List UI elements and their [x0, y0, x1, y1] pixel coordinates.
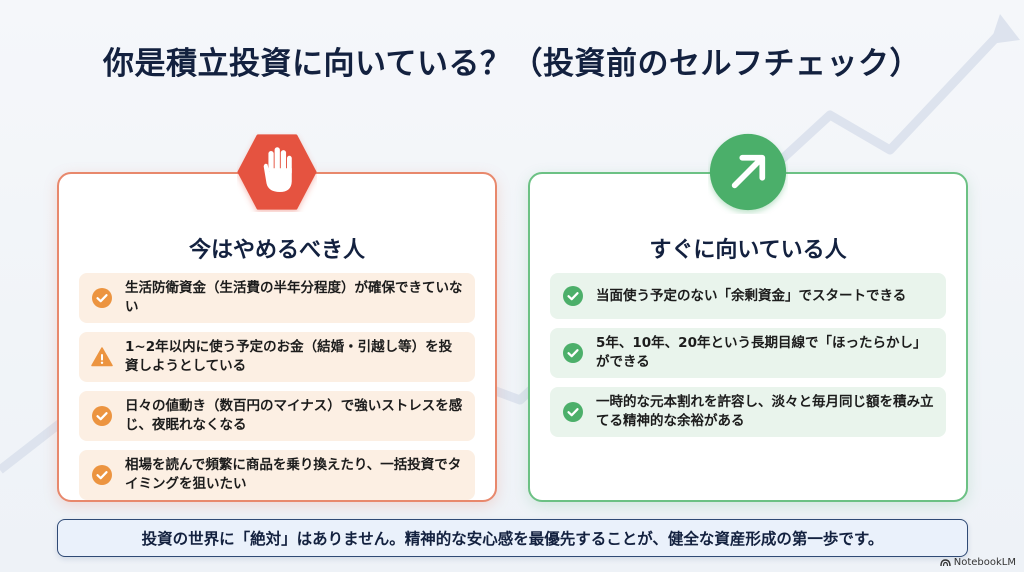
check-circle-icon	[92, 406, 112, 426]
notebooklm-logo-icon	[940, 559, 951, 567]
item-list: 生活防衛資金（生活費の半年分程度）が確保できていない 1~2年以内に使う予定のお…	[79, 273, 475, 509]
card-title: 今はやめるべき人	[188, 238, 365, 263]
list-item: 一時的な元本割れを許容し、淡々と毎月同じ額を積み立てる精神的な余裕がある	[550, 387, 946, 437]
check-circle-icon	[563, 402, 583, 422]
card-title: すぐに向いている人	[649, 238, 847, 263]
item-list: 当面使う予定のない「余剰資金」でスタートできる 5年、10年、20年という長期目…	[550, 273, 946, 446]
list-item: 5年、10年、20年という長期目線で「ほったらかし」ができる	[550, 328, 946, 378]
card-not-suitable: 今はやめるべき人 生活防衛資金（生活費の半年分程度）が確保できていない 1~2年…	[57, 134, 497, 502]
list-item: 当面使う予定のない「余剰資金」でスタートできる	[550, 273, 946, 319]
check-circle-icon	[92, 465, 112, 485]
brand-watermark: NotebookLM	[940, 557, 1016, 568]
list-item: 相場を読んで頻繁に商品を乗り換えたり、一括投資でタイミングを狙いたい	[79, 450, 475, 500]
summary-banner: 投資の世界に「絶対」はありません。精神的な安心感を最優先することが、健全な資産形…	[57, 519, 968, 557]
check-circle-icon	[563, 286, 583, 306]
list-item: 1~2年以内に使う予定のお金（結婚・引越し等）を投資しようとしている	[79, 332, 475, 382]
page-title: 你是積立投資に向いている？（投資前のセルフチェック）	[102, 46, 922, 82]
stop-hand-icon	[237, 132, 317, 212]
list-item: 生活防衛資金（生活費の半年分程度）が確保できていない	[79, 273, 475, 323]
check-circle-icon	[92, 288, 112, 308]
check-circle-icon	[563, 343, 583, 363]
arrow-up-right-icon	[708, 132, 788, 212]
banner-text: 投資の世界に「絶対」はありません。精神的な安心感を最優先することが、健全な資産形…	[141, 530, 884, 548]
list-item: 日々の値動き（数百円のマイナス）で強いストレスを感じ、夜眠れなくなる	[79, 391, 475, 441]
card-suitable: すぐに向いている人 当面使う予定のない「余剰資金」でスタートできる 5年、10年…	[528, 133, 968, 502]
warning-icon	[91, 347, 113, 367]
